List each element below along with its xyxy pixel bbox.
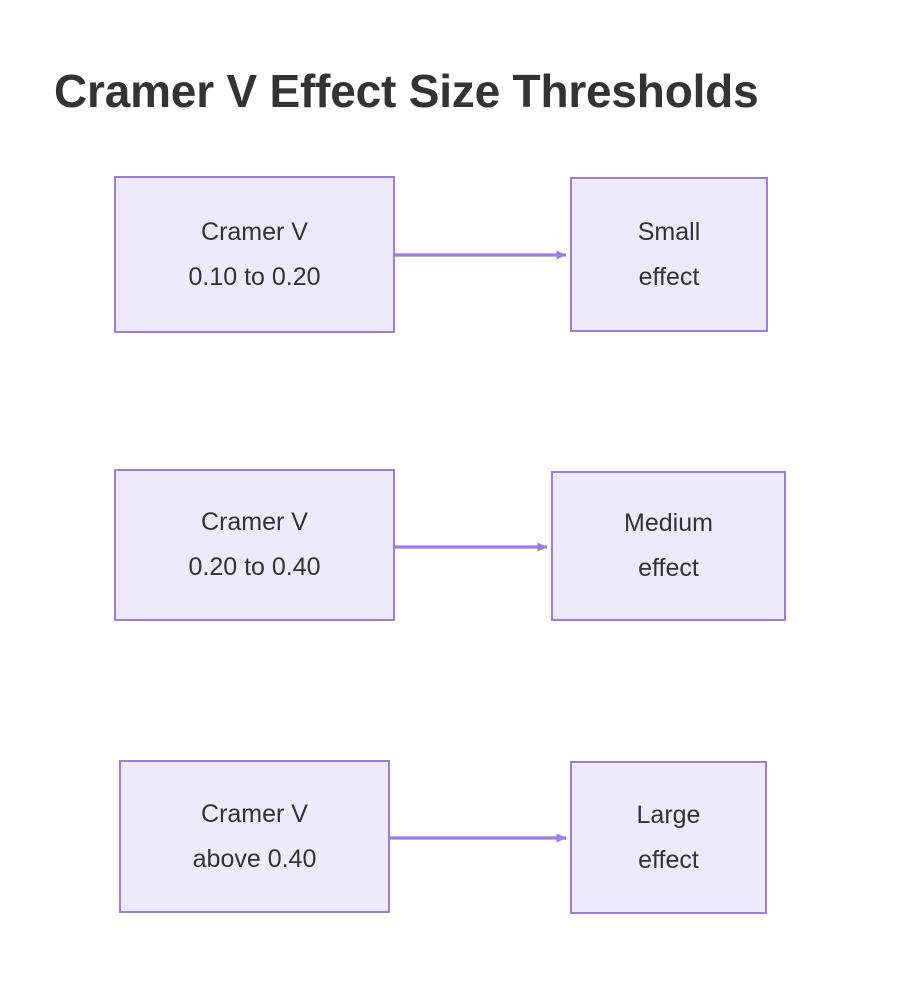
page-title: Cramer V Effect Size Thresholds bbox=[54, 65, 759, 117]
node-label-line-2: 0.20 to 0.40 bbox=[188, 553, 321, 581]
node-label-line-1: Medium bbox=[624, 509, 713, 537]
node-label-line-2: above 0.40 bbox=[192, 844, 317, 873]
node-label-line-1: Large bbox=[636, 800, 701, 829]
node-label-line-2: 0.10 to 0.20 bbox=[188, 262, 321, 291]
node-label-line-2: effect bbox=[638, 554, 699, 582]
node-label-line-1: Cramer V bbox=[201, 799, 308, 828]
node-label-line-2: effect bbox=[638, 262, 700, 291]
node-label-line-1: Cramer V bbox=[201, 508, 308, 536]
node-label-line-1: Small bbox=[637, 217, 701, 246]
node-cramer-v-small-range[interactable]: Cramer V 0.10 to 0.20 bbox=[114, 176, 395, 333]
node-cramer-v-large-range[interactable]: Cramer V above 0.40 bbox=[119, 760, 390, 913]
node-large-effect[interactable]: Large effect bbox=[570, 761, 767, 914]
node-label-line-2: effect bbox=[638, 845, 699, 874]
node-medium-effect[interactable]: Medium effect bbox=[551, 471, 786, 621]
node-label-line-1: Cramer V bbox=[201, 217, 308, 246]
node-cramer-v-medium-range[interactable]: Cramer V 0.20 to 0.40 bbox=[114, 469, 395, 621]
node-small-effect[interactable]: Small effect bbox=[570, 177, 768, 332]
